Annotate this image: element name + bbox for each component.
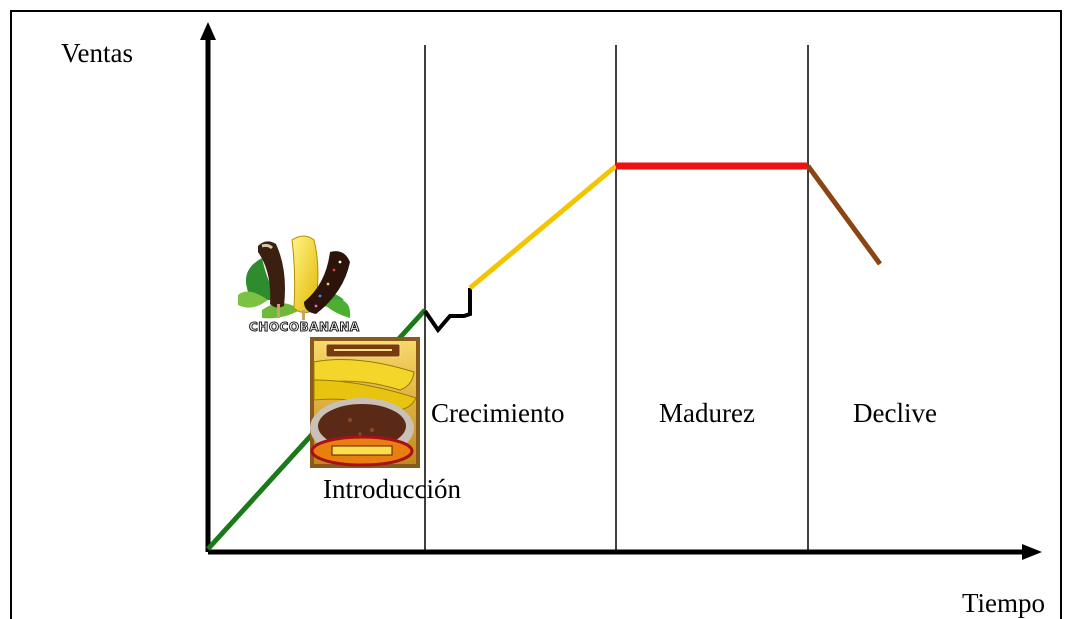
- chocobanana-logo-icon: [238, 235, 351, 320]
- curve-crecimiento: [468, 164, 618, 290]
- stage-label-declive: Declive: [853, 398, 937, 428]
- banana-product-box-icon: [310, 337, 420, 468]
- x-axis-arrowhead: [1022, 544, 1042, 560]
- curve-transition-zigzag: [423, 288, 472, 334]
- stage-label-madurez: Madurez: [659, 398, 755, 428]
- diagram-frame: [10, 10, 1062, 619]
- curve-declive: [805, 164, 883, 266]
- chocobanana-caption: CHOCOBANANA: [249, 320, 360, 335]
- y-axis-label: Ventas: [61, 38, 133, 68]
- stage-label-introduccion: Introducción: [323, 474, 461, 504]
- stage-label-crecimiento: Crecimiento: [431, 398, 565, 428]
- x-axis-label: Tiempo: [962, 588, 1046, 618]
- y-axis-arrowhead: [200, 22, 216, 40]
